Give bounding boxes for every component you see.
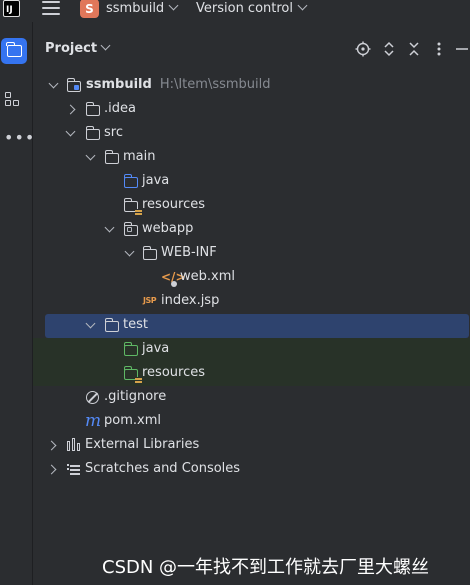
folder-icon xyxy=(104,150,120,164)
tree-node-gitignore[interactable]: .gitignore xyxy=(33,386,470,410)
project-view-selector[interactable]: Project xyxy=(45,40,111,56)
module-folder-icon xyxy=(66,78,82,92)
test-source-highlight xyxy=(33,338,470,386)
expanded-arrow-icon[interactable] xyxy=(65,126,76,137)
xml-file-icon: </> xyxy=(161,270,186,287)
collapse-all-icon[interactable] xyxy=(406,41,422,57)
tree-node-indexjsp[interactable]: JSP index.jsp xyxy=(33,290,470,314)
project-badge[interactable]: S xyxy=(80,0,99,18)
intellij-logo-icon[interactable]: IJ xyxy=(3,0,20,17)
resources-folder-icon xyxy=(123,198,142,215)
locate-file-icon[interactable] xyxy=(355,41,371,57)
ignore-file-icon xyxy=(86,391,99,404)
tree-label: web.xml xyxy=(180,269,235,284)
tree-node-webinf[interactable]: WEB-INF xyxy=(33,242,470,266)
tree-label: java xyxy=(142,173,170,188)
tree-node-idea[interactable]: .idea xyxy=(33,98,470,122)
tree-node-test-java[interactable]: java xyxy=(33,338,470,362)
options-icon[interactable] xyxy=(431,41,447,57)
panel-title: Project xyxy=(45,41,98,56)
watermark: CSDN @一年找不到工作就去厂里大螺丝 xyxy=(102,557,430,578)
folder-icon xyxy=(104,318,120,332)
tree-node-test[interactable]: test xyxy=(45,314,469,338)
test-resources-folder-icon xyxy=(123,366,142,383)
expanded-arrow-icon[interactable] xyxy=(104,222,115,233)
main-menu-icon[interactable] xyxy=(42,1,60,15)
tool-window-strip: ••• xyxy=(0,22,36,585)
collapsed-arrow-icon[interactable] xyxy=(46,464,57,475)
maven-icon: m xyxy=(85,411,102,431)
version-control-label: Version control xyxy=(196,1,293,16)
hide-panel-icon[interactable] xyxy=(454,41,470,57)
tree-label: test xyxy=(123,317,148,332)
structure-tool-icon[interactable] xyxy=(5,92,21,108)
tree-node-test-resources[interactable]: resources xyxy=(33,362,470,386)
tree-label: resources xyxy=(142,197,206,212)
tree-label: src xyxy=(104,125,123,140)
folder-icon xyxy=(85,102,101,116)
title-bar: IJ S ssmbuild Version control xyxy=(0,0,470,22)
tree-node-main-resources[interactable]: resources xyxy=(33,194,470,218)
folder-icon xyxy=(5,42,22,57)
expanded-arrow-icon[interactable] xyxy=(85,318,96,329)
tree-node-ssmbuild[interactable]: ssmbuild H:\Item\ssmbuild xyxy=(33,74,470,98)
tree-label: main xyxy=(123,149,156,164)
tree-label: Scratches and Consoles xyxy=(85,461,241,476)
project-selector[interactable]: ssmbuild xyxy=(106,0,179,16)
tree-label: .gitignore xyxy=(104,389,167,404)
project-panel-header: Project xyxy=(33,36,470,62)
tree-label: java xyxy=(142,341,170,356)
chevron-down-icon xyxy=(297,0,308,11)
library-icon xyxy=(67,438,81,451)
scratches-icon xyxy=(67,463,80,475)
collapsed-arrow-icon[interactable] xyxy=(46,440,57,451)
tree-node-pomxml[interactable]: m pom.xml xyxy=(33,410,470,434)
tree-label: pom.xml xyxy=(104,413,161,428)
folder-icon xyxy=(85,126,101,140)
chevron-down-icon xyxy=(168,0,179,11)
tree-node-external-libraries[interactable]: External Libraries xyxy=(33,434,470,458)
tree-label: ssmbuild xyxy=(86,77,152,92)
tree-node-scratches[interactable]: Scratches and Consoles xyxy=(33,458,470,482)
expanded-arrow-icon[interactable] xyxy=(48,78,59,89)
folder-icon xyxy=(142,246,158,260)
expanded-arrow-icon[interactable] xyxy=(85,150,96,161)
tree-label: resources xyxy=(142,365,206,380)
project-name: ssmbuild xyxy=(106,1,165,16)
tree-label: webapp xyxy=(142,221,194,236)
tree-node-webapp[interactable]: webapp xyxy=(33,218,470,242)
chevron-down-icon xyxy=(100,40,111,51)
tree-label: WEB-INF xyxy=(161,245,217,260)
tree-label: .idea xyxy=(104,101,136,116)
project-tool-button[interactable] xyxy=(1,38,27,64)
tree-label: index.jsp xyxy=(161,293,220,308)
expand-all-icon[interactable] xyxy=(381,41,397,57)
collapsed-arrow-icon[interactable] xyxy=(65,104,76,115)
more-tools-icon[interactable]: ••• xyxy=(4,128,36,147)
tree-node-main-java[interactable]: java xyxy=(33,170,470,194)
tree-node-src[interactable]: src xyxy=(33,122,470,146)
jsp-file-icon: JSP xyxy=(143,296,157,305)
web-folder-icon xyxy=(123,222,139,236)
tree-node-main[interactable]: main xyxy=(33,146,470,170)
tree-label: External Libraries xyxy=(85,437,200,452)
root-path: H:\Item\ssmbuild xyxy=(159,77,271,92)
expanded-arrow-icon[interactable] xyxy=(124,246,135,257)
test-source-folder-icon xyxy=(123,342,139,356)
tree-node-webxml[interactable]: </> web.xml xyxy=(33,266,470,290)
source-folder-icon xyxy=(123,174,139,188)
version-control-menu[interactable]: Version control xyxy=(196,0,308,16)
